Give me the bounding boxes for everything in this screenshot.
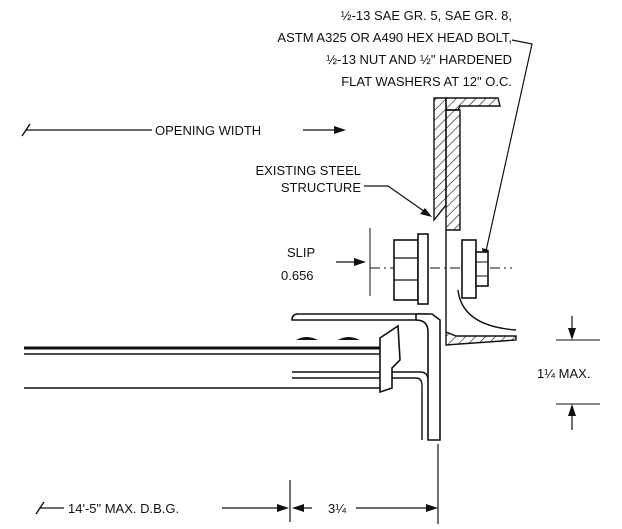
grating-member [24, 324, 401, 394]
max-height-dimension: 1¼ MAX. [537, 316, 600, 430]
bolt-assembly [370, 233, 512, 305]
bolt-note-line-1: ½-13 SAE GR. 5, SAE GR. 8, [341, 8, 512, 23]
opening-width-label: OPENING WIDTH [155, 123, 261, 138]
bottom-dimensions: 14'-5" MAX. D.B.G. 3¼ [35, 444, 439, 524]
max-height-label: 1¼ MAX. [537, 366, 590, 381]
width-dim-label: 3¼ [328, 501, 346, 516]
bolt-note-line-2: ASTM A325 OR A490 HEX HEAD BOLT, [277, 30, 512, 45]
opening-width-dimension: OPENING WIDTH [21, 123, 346, 138]
angle-bracket [291, 313, 441, 441]
slip-label: SLIP [287, 245, 315, 260]
bolt-note: ½-13 SAE GR. 5, SAE GR. 8, ASTM A325 OR … [277, 8, 512, 89]
max-dbg-label: 14'-5" MAX. D.B.G. [68, 501, 179, 516]
slip-value: 0.656 [281, 268, 314, 283]
existing-structure-line-2: STRUCTURE [281, 180, 361, 195]
bolt-note-line-4: FLAT WASHERS AT 12" O.C. [341, 74, 512, 89]
existing-structure-callout: EXISTING STEEL STRUCTURE [256, 163, 432, 217]
slip-dimension: SLIP 0.656 [281, 228, 371, 296]
bolt-note-line-3: ½-13 NUT AND ½" HARDENED [326, 52, 512, 67]
bolt-note-leader [483, 39, 533, 261]
existing-structure-line-1: EXISTING STEEL [256, 163, 361, 178]
existing-steel-channel [433, 97, 517, 346]
